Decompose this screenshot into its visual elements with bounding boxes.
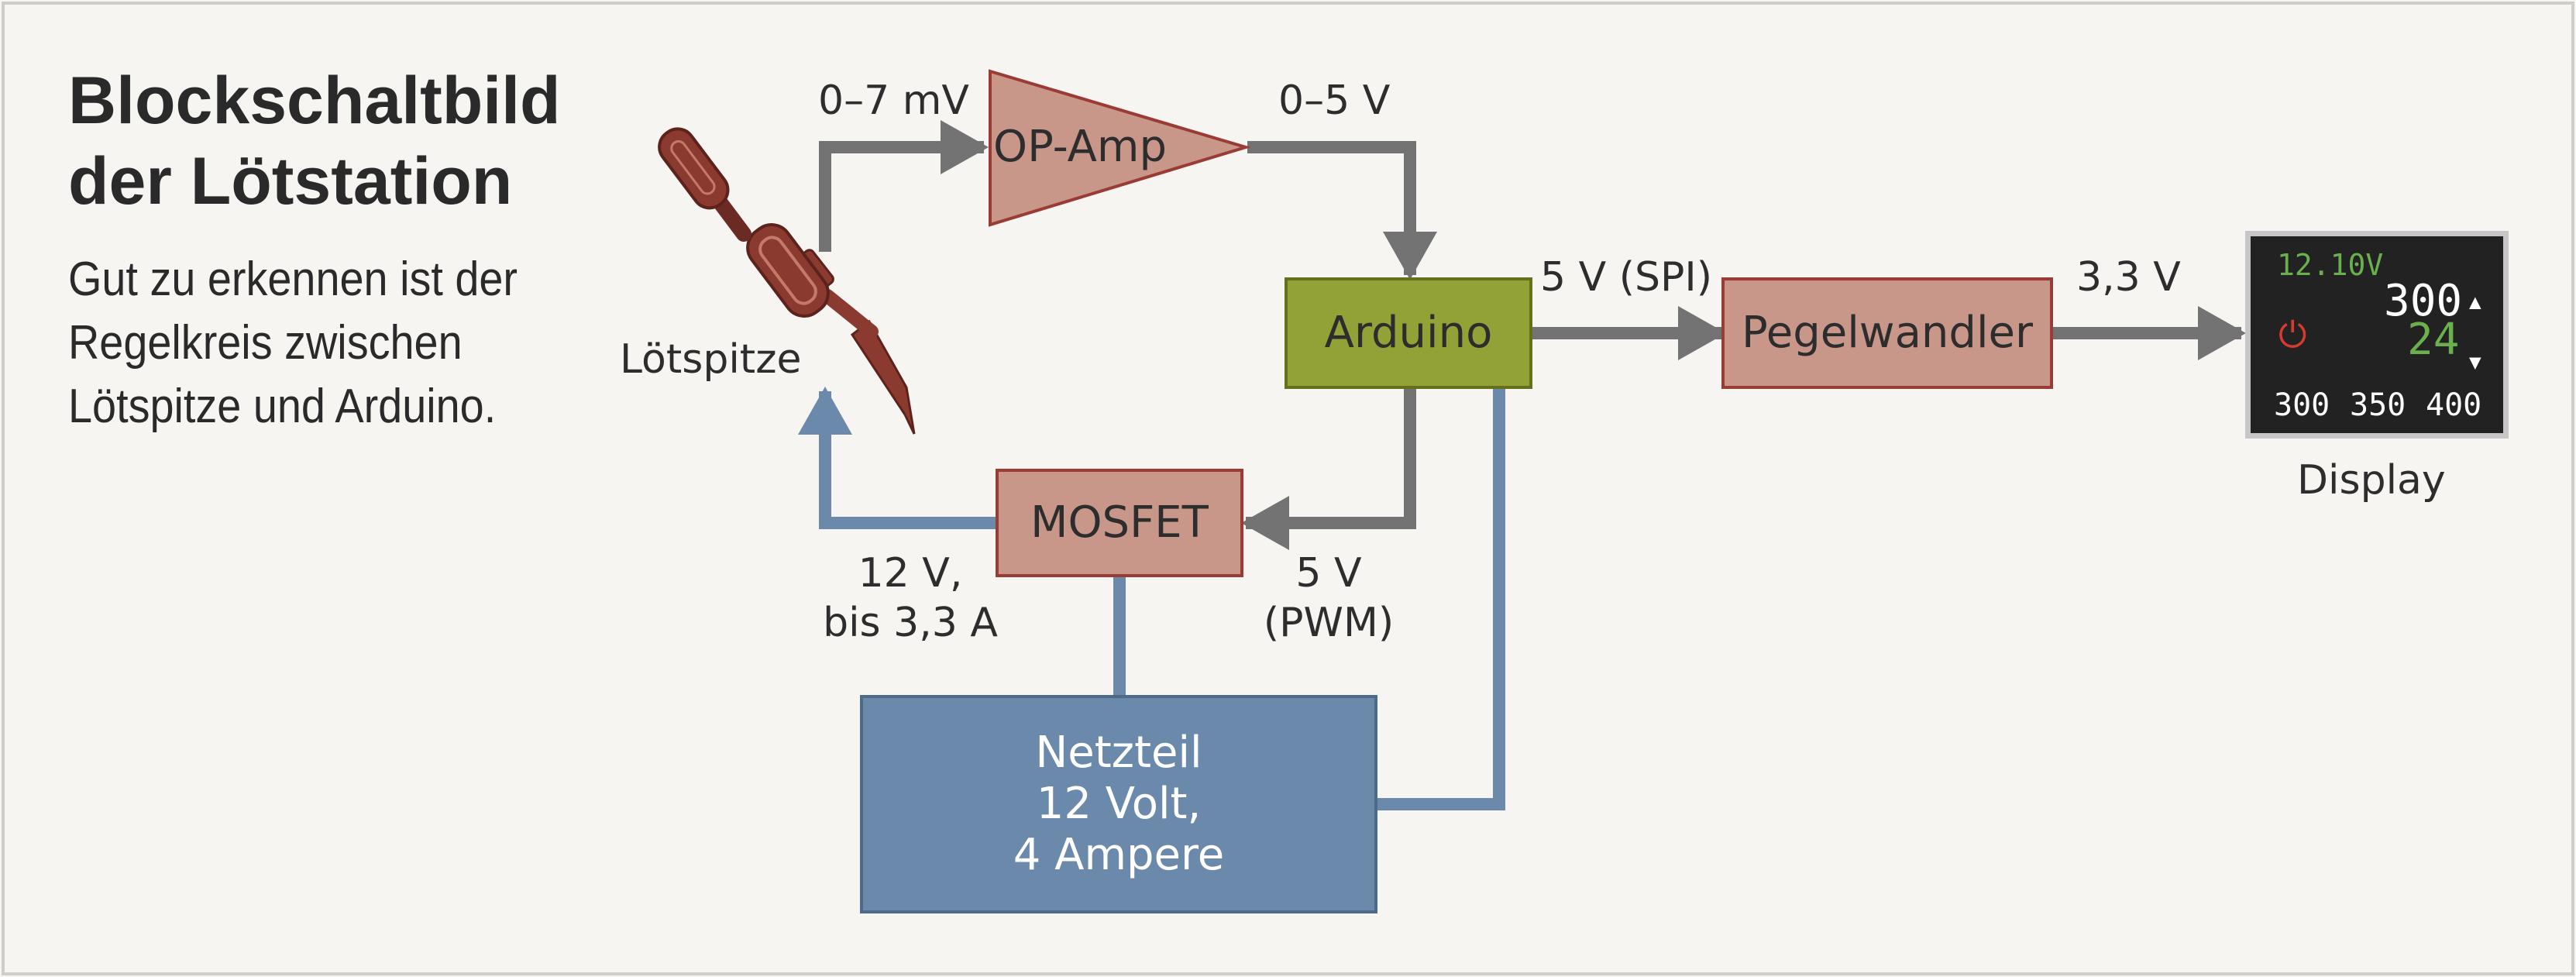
loetspitze-label: Lötspitze [620,336,802,383]
mosfet-block: MOSFET [996,469,1243,577]
diagram-description: Gut zu erkennen ist der Regelkreis zwisc… [68,248,570,439]
description-line-3: Lötspitze und Arduino. [68,380,497,433]
pwm-label-line-2: (PWM) [1263,600,1395,646]
level-out-label: 3,3 V [2076,254,2181,301]
loetspitze-to-opamp-arrow [819,120,989,252]
opamp-to-arduino-arrow [1247,141,1437,280]
pwm-label: 5 V (PWM) [1255,549,1402,648]
input-signal-label: 0–7 mV [818,77,969,124]
title-line-2: der Lötstation [68,144,513,218]
pwm-label-line-1: 5 V [1295,550,1362,597]
arduino-block: Arduino [1285,277,1532,389]
netzteil-to-arduino-line [1377,389,1505,810]
netzteil-block: Netzteil 12 Volt, 4 Ampere [860,695,1377,913]
description-line-2: Regelkreis zwischen [68,316,463,370]
netzteil-line-3: 4 Ampere [1013,830,1225,880]
diagram-title: Blockschaltbild der Lötstation [68,60,626,222]
display-current-value: 24 [2407,315,2460,365]
arduino-to-mosfet-arrow [1241,389,1416,550]
soldering-iron-icon [658,127,916,435]
opamp-triangle [989,69,1251,227]
power-icon: ⏻ [2279,314,2307,356]
triangle-up-icon: ▲ [2469,291,2481,314]
heater-power-line-2: bis 3,3 A [823,600,998,646]
display-set-temp: 300 [2384,276,2463,326]
pegelwandler-block: Pegelwandler [1721,277,2053,389]
display-label: Display [2297,457,2446,504]
title-line-1: Blockschaltbild [68,64,561,138]
netzteil-line-2: 12 Volt, [1036,779,1202,829]
display-preset-2: 350 [2350,387,2406,423]
triangle-down-icon: ▼ [2469,351,2481,374]
display-screen: 12.10V 300 ▲ ⏻ 24 ▼ 300 350 400 [2245,231,2509,439]
heater-power-line-1: 12 V, [858,550,963,597]
mosfet-to-loetspitze-arrow [798,387,996,529]
spi-label: 5 V (SPI) [1540,254,1712,301]
amp-output-label: 0–5 V [1278,77,1391,124]
display-preset-3: 400 [2426,387,2482,423]
opamp-label: OP-Amp [993,122,1167,172]
heater-power-label: 12 V, bis 3,3 A [813,549,1007,648]
description-line-1: Gut zu erkennen ist der [68,253,518,306]
netzteil-line-1: Netzteil [1035,728,1202,778]
display-preset-1: 300 [2274,387,2330,423]
display-voltage: 12.10V [2277,248,2384,282]
